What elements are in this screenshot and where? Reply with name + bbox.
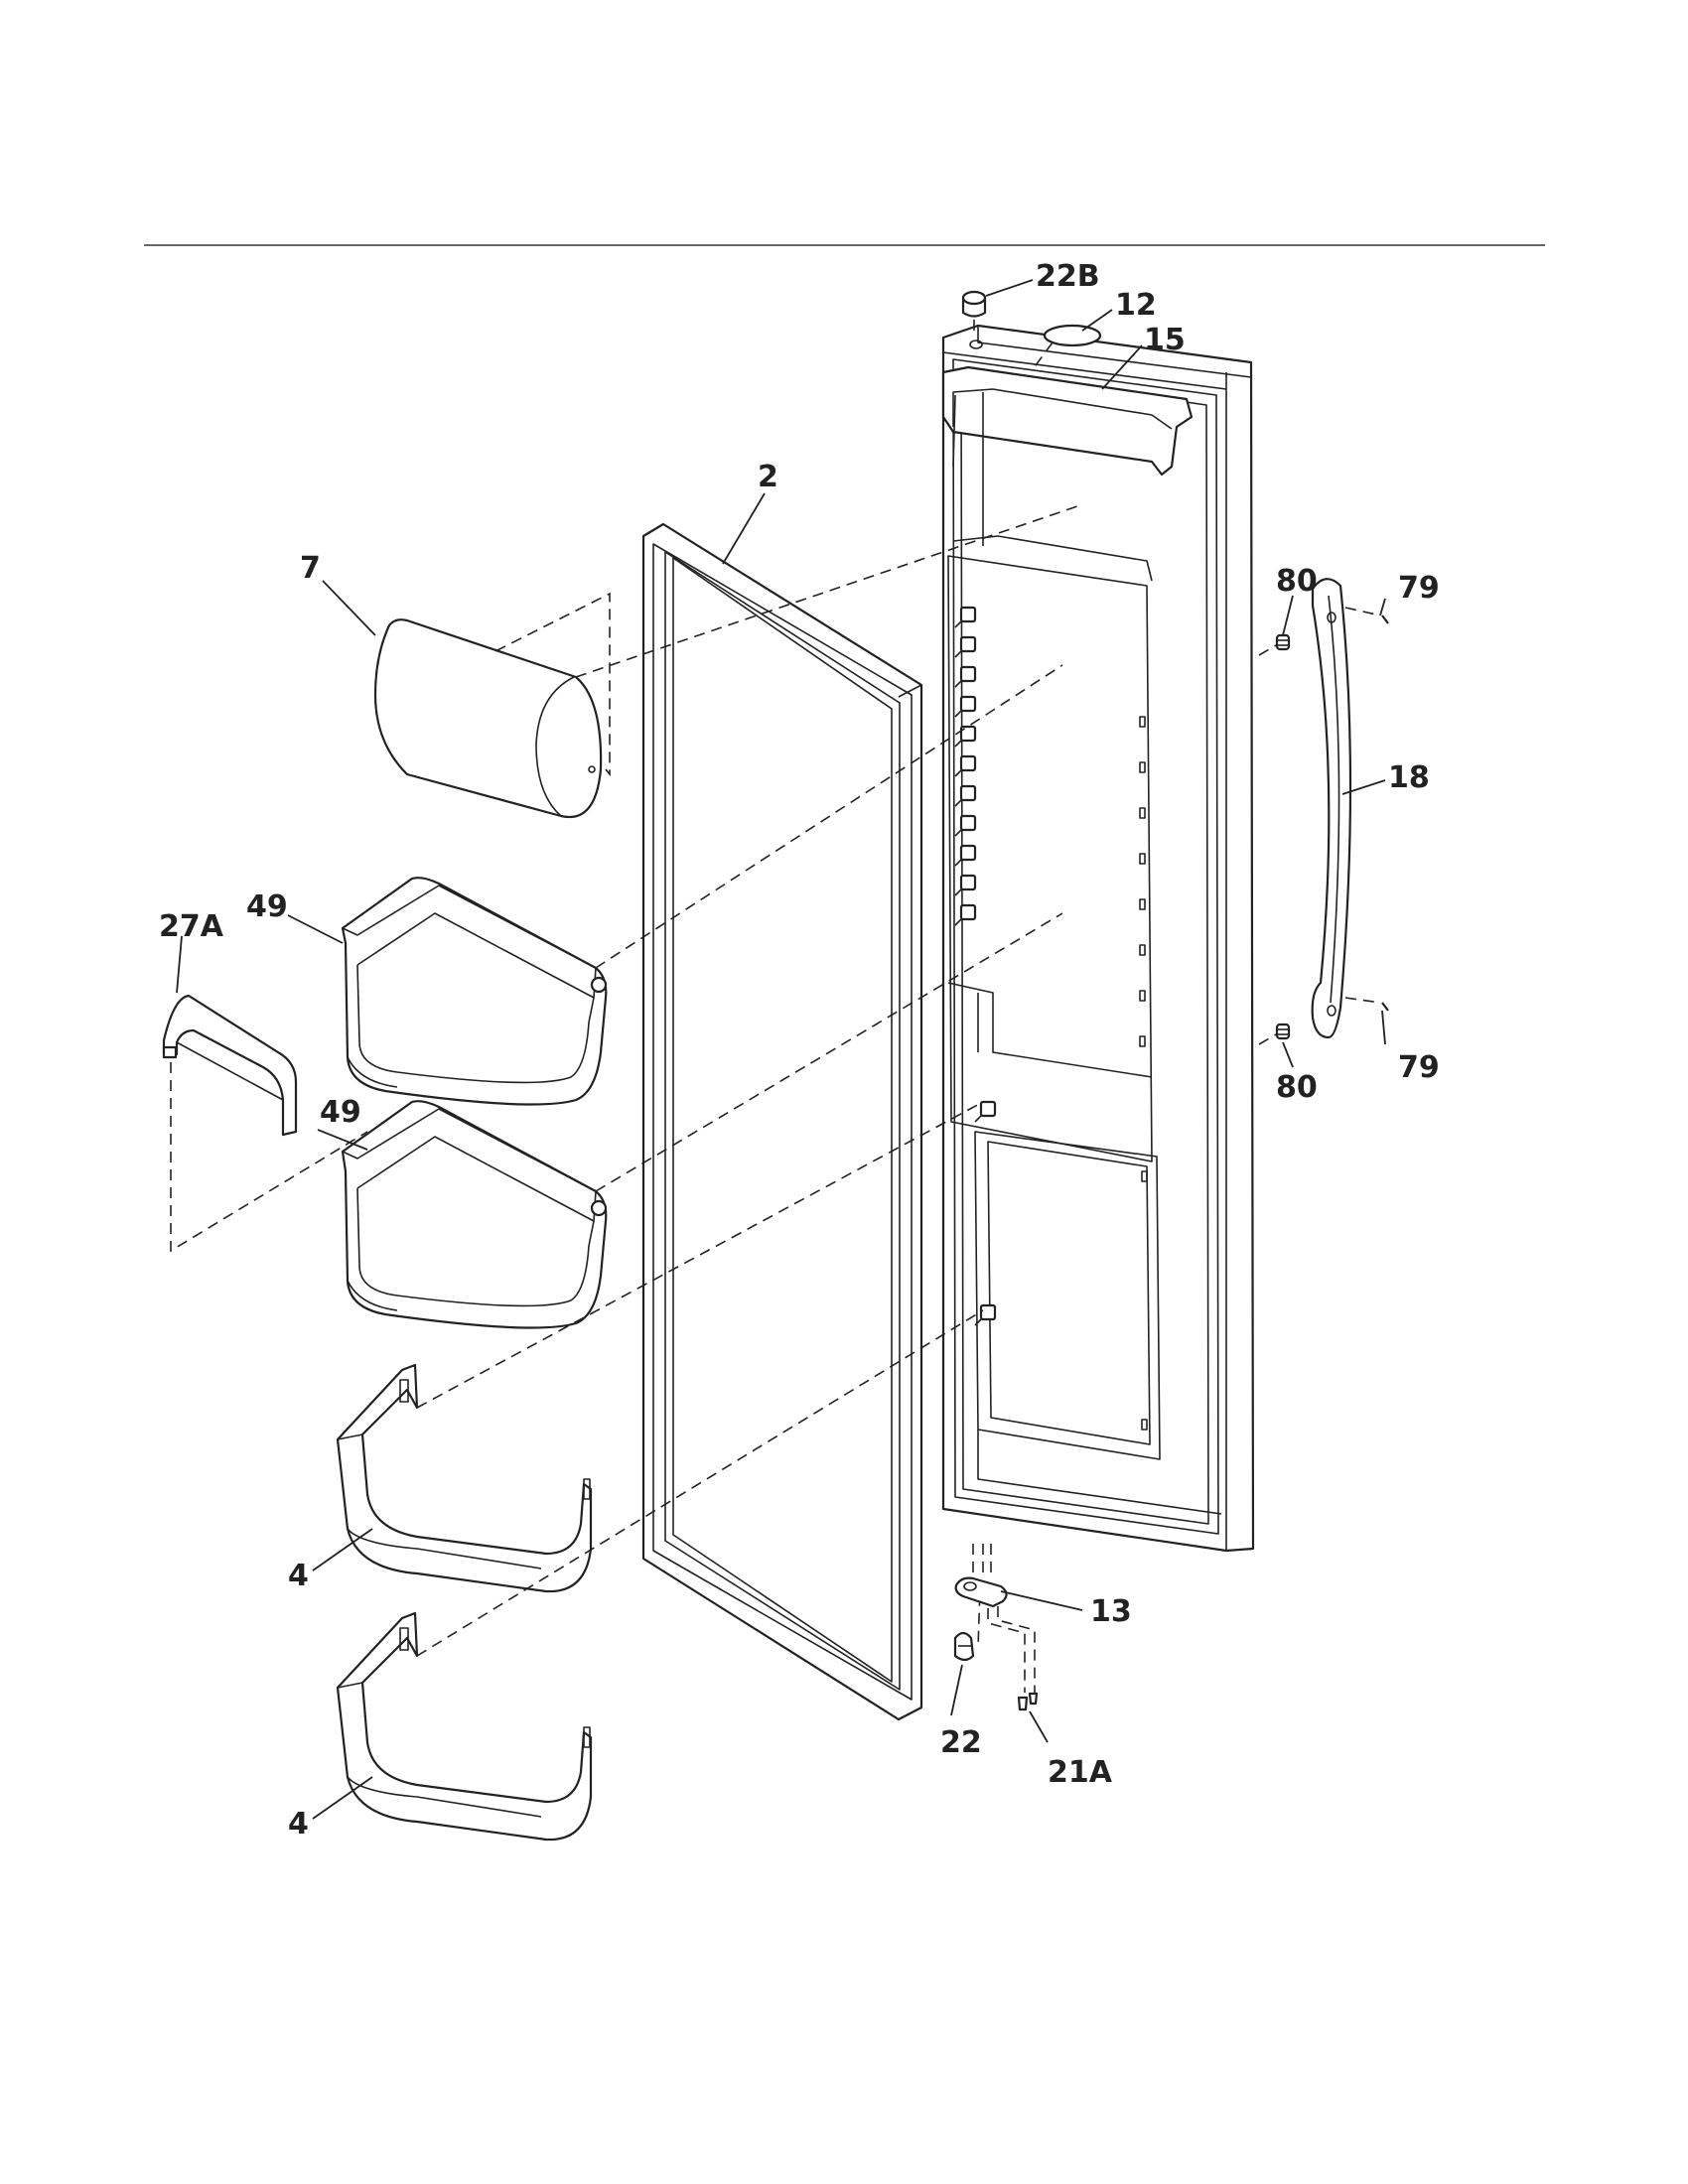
callout-79-bottom: 79 [1398,1050,1440,1085]
screw-part-80-top[interactable] [1275,633,1291,651]
hinge-bracket-part-13[interactable] [954,1576,1008,1608]
screw-part-21A[interactable] [1017,1692,1039,1711]
callout-15: 15 [1144,323,1186,357]
screw-part-80-bottom[interactable] [1275,1023,1291,1040]
screw-part-79-top[interactable] [1381,614,1389,624]
door-bin-upper-part-49[interactable] [341,877,608,1106]
callout-13: 13 [1090,1594,1132,1629]
callout-80-top: 80 [1276,564,1318,599]
callout-labels: 22B 12 15 2 7 80 79 18 49 27A 79 80 49 4… [159,259,1440,1842]
callout-49-top: 49 [246,889,288,924]
door-handle-part-18[interactable] [1311,578,1352,1039]
callout-22: 22 [940,1725,982,1760]
callout-18: 18 [1388,760,1430,795]
callout-22B: 22B [1036,259,1100,294]
callout-12: 12 [1115,288,1157,323]
callout-4-top: 4 [288,1559,309,1593]
callout-21A: 21A [1048,1755,1113,1790]
door-gasket-part-2[interactable] [641,522,923,1721]
bin-handle-part-27A[interactable] [162,994,298,1137]
hinge-pin-part-22[interactable] [953,1631,975,1662]
shelf-pegs [954,606,997,1326]
door-shelf-lower-part-4[interactable] [336,1611,593,1842]
dairy-door-part-7[interactable] [373,618,603,819]
plug-part-12[interactable] [1043,324,1102,347]
callout-7: 7 [300,551,321,586]
screw-part-79-bottom[interactable] [1381,1002,1389,1012]
callout-80-bottom: 80 [1276,1070,1318,1105]
assembly-lines [416,505,1078,1657]
callout-2: 2 [758,460,778,494]
door-shelf-upper-part-4[interactable] [336,1363,593,1593]
hinge-bushing-part-22B[interactable] [961,290,987,318]
liner-tabs [1139,716,1148,1431]
door-bin-lower-part-49[interactable] [341,1100,608,1329]
callout-4-bottom: 4 [288,1807,309,1842]
leader-lines [176,279,1386,1820]
callout-79-top: 79 [1398,571,1440,606]
callout-49-bottom: 49 [320,1095,361,1130]
callout-27A: 27A [159,909,224,944]
door-liner-part-15[interactable] [941,324,1255,1553]
